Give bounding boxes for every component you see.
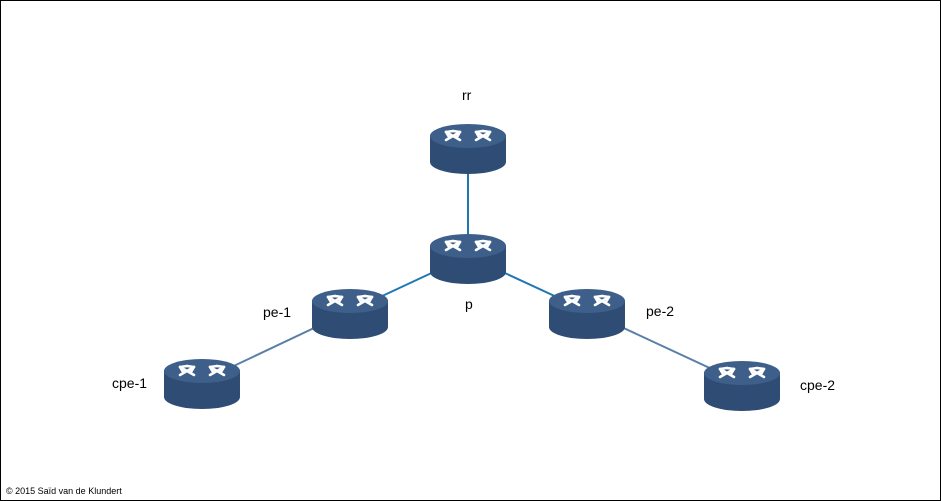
copyright-notice: © 2015 Saïd van de Klundert — [6, 486, 122, 496]
router-icon-pe-2[interactable] — [547, 287, 627, 341]
router-icon-p[interactable] — [428, 232, 508, 286]
router-icon-cpe-1[interactable] — [162, 357, 242, 411]
node-label-rr: rr — [462, 87, 472, 103]
node-label-pe-1: pe-1 — [263, 304, 292, 320]
router-icon-rr[interactable] — [428, 122, 508, 176]
node-label-cpe-1: cpe-1 — [112, 375, 148, 391]
node-label-cpe-2: cpe-2 — [800, 377, 836, 393]
router-icon-cpe-2[interactable] — [702, 359, 782, 413]
nodes-layer — [162, 122, 782, 413]
node-label-p: p — [465, 296, 473, 312]
node-label-pe-2: pe-2 — [646, 303, 675, 319]
router-icon-pe-1[interactable] — [310, 287, 390, 341]
